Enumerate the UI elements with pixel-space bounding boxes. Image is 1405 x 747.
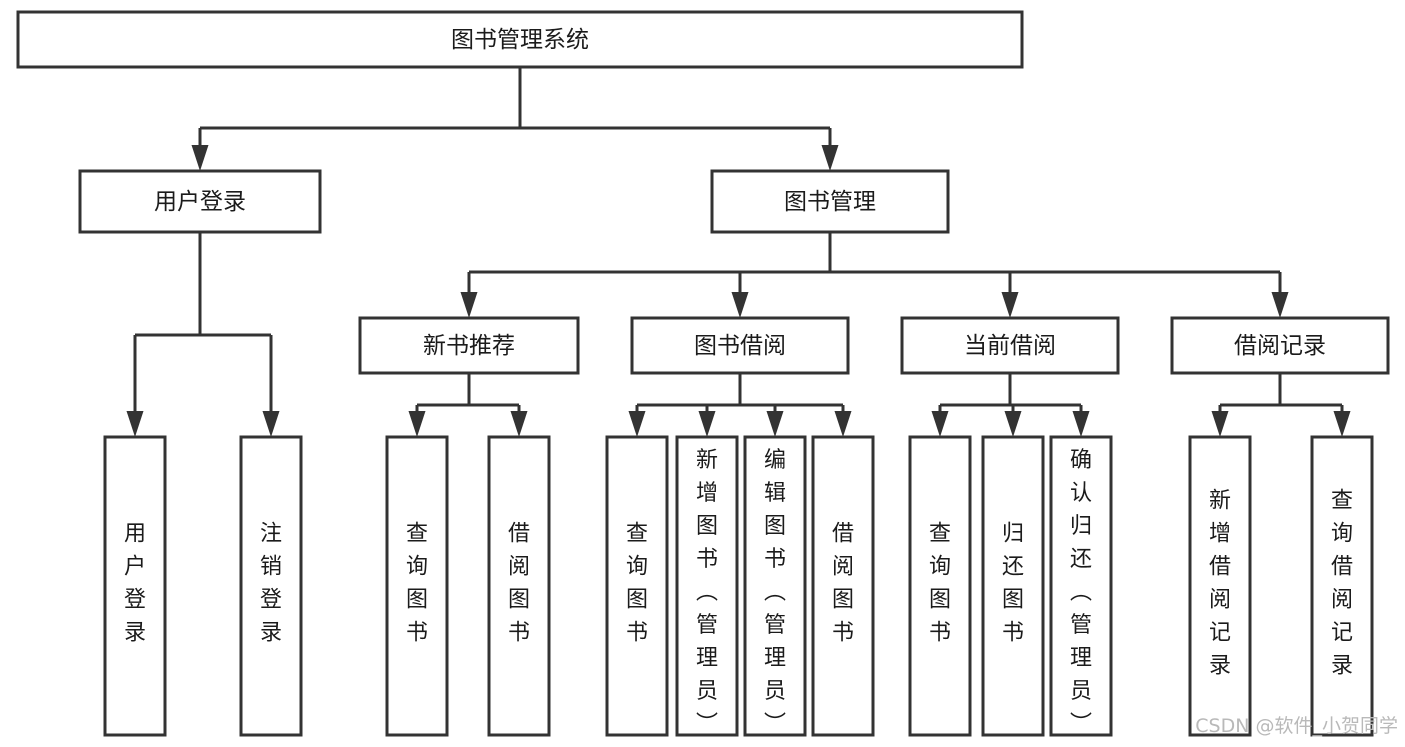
- node-label: 确认归还︵管理员︶: [1070, 448, 1092, 737]
- connector-record-to-leaves: [1211, 373, 1351, 437]
- node-box[interactable]: [358, 316, 580, 375]
- node-label: 新增图书︵管理员︶: [696, 448, 718, 737]
- root-node-图书管理系统[interactable]: 图书管理系统: [16, 10, 1024, 69]
- arrowhead: [1271, 292, 1289, 318]
- node-label: 查询图书: [929, 522, 951, 646]
- node-label: 图书管理系统: [451, 27, 589, 53]
- node-box[interactable]: [630, 316, 850, 375]
- arrowhead: [1333, 411, 1351, 437]
- node-box[interactable]: [385, 435, 449, 737]
- leaf-node-借阅图书[interactable]: 借阅图书: [487, 435, 551, 737]
- arrowhead: [628, 411, 646, 437]
- connector-userlogin-to-leaves: [126, 232, 280, 437]
- connector-newbook-to-leaves: [408, 373, 528, 437]
- arrowhead: [731, 292, 749, 318]
- node-box[interactable]: [1170, 316, 1390, 375]
- node-box[interactable]: [78, 169, 322, 234]
- node-box[interactable]: [239, 435, 303, 737]
- arrowhead: [408, 411, 426, 437]
- leaf-node-查询图书[interactable]: 查询图书: [908, 435, 972, 737]
- arrowhead: [1001, 292, 1019, 318]
- node-label: 当前借阅: [964, 333, 1056, 359]
- leaf-node-查询借阅记录[interactable]: 查询借阅记录: [1310, 435, 1374, 737]
- node-box[interactable]: [675, 435, 739, 737]
- leaf-node-注销登录[interactable]: 注销登录: [239, 435, 303, 737]
- node-label: 图书管理: [784, 189, 876, 215]
- node-label: 借阅图书: [832, 522, 854, 646]
- arrowhead: [1211, 411, 1229, 437]
- arrowhead: [460, 292, 478, 318]
- node-label: 查询借阅记录: [1331, 489, 1353, 679]
- node-box[interactable]: [811, 435, 875, 737]
- node-label: 注销登录: [260, 522, 282, 646]
- level2-node-图书管理[interactable]: 图书管理: [710, 169, 950, 234]
- node-box[interactable]: [908, 435, 972, 737]
- node-label: 借阅图书: [508, 522, 530, 646]
- arrowhead: [1004, 411, 1022, 437]
- level3-node-当前借阅[interactable]: 当前借阅: [900, 316, 1120, 375]
- node-box[interactable]: [710, 169, 950, 234]
- arrowhead: [1072, 411, 1090, 437]
- leaf-node-查询图书[interactable]: 查询图书: [385, 435, 449, 737]
- csdn-watermark: CSDN @软件_小贺同学: [1195, 715, 1398, 737]
- node-label: 查询图书: [406, 522, 428, 646]
- connector-current-to-leaves: [931, 373, 1090, 437]
- level3-node-借阅记录[interactable]: 借阅记录: [1170, 316, 1390, 375]
- node-label: 查询图书: [626, 522, 648, 646]
- node-label: 归还图书: [1002, 522, 1024, 646]
- connector-bookmgmt-to-level3: [460, 232, 1289, 318]
- level3-node-图书借阅[interactable]: 图书借阅: [630, 316, 850, 375]
- node-label: 编辑图书︵管理员︶: [764, 448, 786, 737]
- node-box[interactable]: [1310, 435, 1374, 737]
- connector-borrow-to-leaves: [628, 373, 852, 437]
- node-label: 新书推荐: [423, 333, 515, 359]
- connectors-layer: [126, 67, 1351, 437]
- arrowhead: [698, 411, 716, 437]
- node-box[interactable]: [103, 435, 167, 737]
- level2-node-用户登录[interactable]: 用户登录: [78, 169, 322, 234]
- node-label: 借阅记录: [1234, 333, 1326, 359]
- node-box[interactable]: [16, 10, 1024, 69]
- arrowhead: [766, 411, 784, 437]
- boxes-layer: 图书管理系统用户登录图书管理新书推荐图书借阅当前借阅借阅记录用户登录注销登录查询…: [16, 10, 1390, 737]
- node-label: 用户登录: [124, 522, 146, 646]
- leaf-node-查询图书[interactable]: 查询图书: [605, 435, 669, 737]
- arrowhead: [262, 411, 280, 437]
- leaf-node-编辑图书管理员[interactable]: 编辑图书︵管理员︶: [743, 435, 807, 737]
- connector-root-to-level2: [191, 67, 839, 171]
- level3-node-新书推荐[interactable]: 新书推荐: [358, 316, 580, 375]
- node-box[interactable]: [900, 316, 1120, 375]
- arrowhead: [510, 411, 528, 437]
- node-box[interactable]: [605, 435, 669, 737]
- leaf-node-归还图书[interactable]: 归还图书: [981, 435, 1045, 737]
- leaf-node-确认归还管理员[interactable]: 确认归还︵管理员︶: [1049, 435, 1113, 737]
- node-label: 新增借阅记录: [1209, 489, 1231, 679]
- leaf-node-新增借阅记录[interactable]: 新增借阅记录: [1188, 435, 1252, 737]
- node-box[interactable]: [981, 435, 1045, 737]
- node-box[interactable]: [487, 435, 551, 737]
- node-box[interactable]: [1188, 435, 1252, 737]
- node-box[interactable]: [743, 435, 807, 737]
- leaf-node-借阅图书[interactable]: 借阅图书: [811, 435, 875, 737]
- leaf-node-新增图书管理员[interactable]: 新增图书︵管理员︶: [675, 435, 739, 737]
- arrowhead: [126, 411, 144, 437]
- node-box[interactable]: [1049, 435, 1113, 737]
- arrowhead: [821, 145, 839, 171]
- arrowhead: [931, 411, 949, 437]
- leaf-node-用户登录[interactable]: 用户登录: [103, 435, 167, 737]
- node-label: 图书借阅: [694, 333, 786, 359]
- arrowhead: [834, 411, 852, 437]
- node-label: 用户登录: [154, 189, 246, 215]
- arrowhead: [191, 145, 209, 171]
